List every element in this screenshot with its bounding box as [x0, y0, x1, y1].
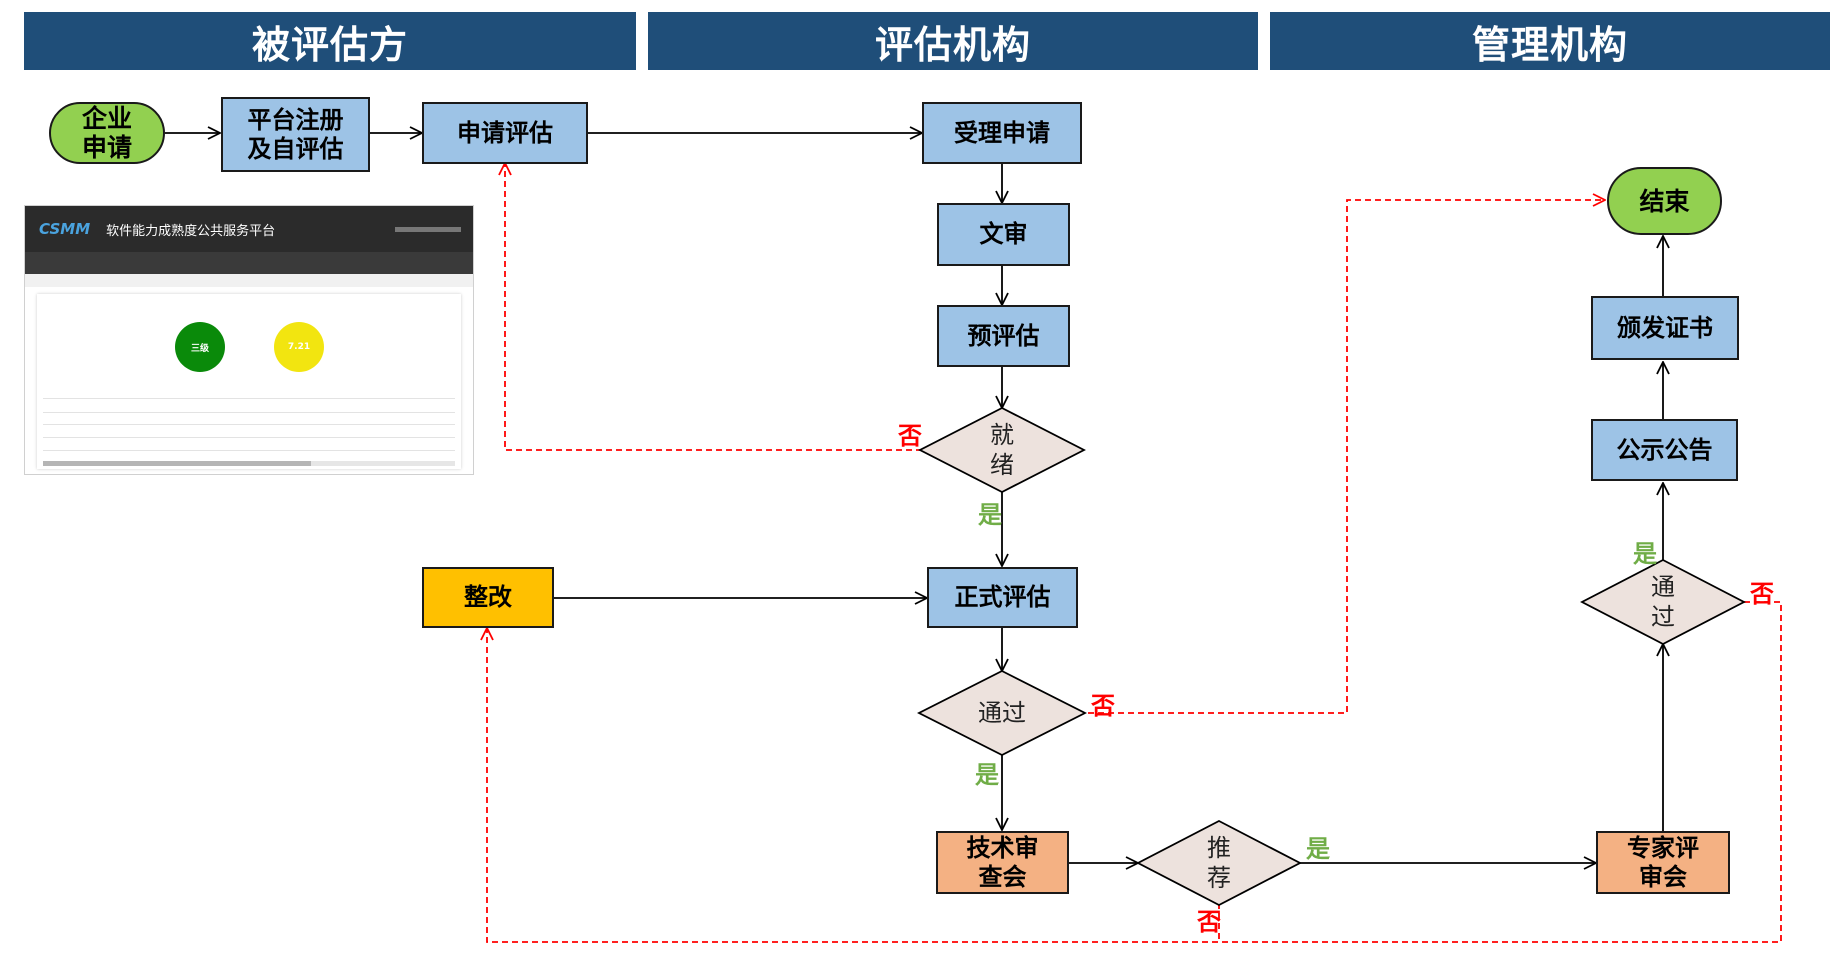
label-no-recommend: 否 — [1197, 908, 1221, 936]
lane-header-evaluated: 被评估方 — [24, 12, 636, 70]
node-platform-register: 平台注册 及自评估 — [221, 97, 370, 172]
no-path-pass-to-end — [1088, 200, 1605, 714]
label-yes-ready: 是 — [978, 501, 1002, 529]
node-enterprise-apply: 企业 申请 — [49, 102, 165, 164]
label-yes-pass-2: 是 — [1633, 540, 1657, 568]
screenshot-table-row — [43, 437, 455, 438]
screenshot-platform-title: 软件能力成熟度公共服务平台 — [106, 223, 276, 239]
node-end: 结束 — [1607, 167, 1722, 235]
label-yes-recommend: 是 — [1306, 835, 1330, 863]
screenshot-score-caption — [264, 377, 334, 383]
label-no-ready: 否 — [898, 422, 922, 450]
node-formal-assessment: 正式评估 — [927, 567, 1078, 628]
screenshot-nav-bar — [25, 252, 473, 274]
screenshot-table-row — [43, 398, 455, 399]
screenshot-user-placeholder — [395, 226, 461, 232]
node-accept-application: 受理申请 — [922, 102, 1082, 164]
label-no-pass-2: 否 — [1750, 580, 1774, 608]
label-no-pass-1: 否 — [1091, 692, 1115, 720]
decision-recommend-label: 推 荐 — [1207, 834, 1231, 892]
screenshot-score-badge: 7.21 — [274, 322, 324, 372]
node-document-review: 文审 — [937, 203, 1070, 266]
lane-header-agency: 评估机构 — [648, 12, 1258, 70]
no-path-ready-to-apply — [505, 163, 922, 451]
decision-pass-2 — [1580, 558, 1746, 646]
screenshot-level-caption — [165, 377, 235, 383]
label-yes-pass-1: 是 — [975, 761, 999, 789]
decision-pass-1-label: 通过 — [978, 699, 1026, 727]
node-pre-assessment: 预评估 — [937, 305, 1070, 367]
decision-pass-2-label: 通 过 — [1651, 573, 1675, 631]
node-expert-review: 专家评 审会 — [1596, 831, 1730, 894]
decision-pass-1 — [917, 669, 1087, 757]
decision-ready-label: 就 绪 — [990, 421, 1014, 479]
screenshot-header-bar: CSMM 软件能力成熟度公共服务平台 — [25, 206, 473, 252]
screenshot-breadcrumb — [25, 274, 473, 287]
screenshot-table-row — [43, 412, 455, 413]
screenshot-table-row — [43, 450, 455, 451]
platform-screenshot: CSMM 软件能力成熟度公共服务平台 三级 7.21 — [24, 205, 474, 475]
no-path-pass2-to-rectify — [487, 601, 1782, 943]
screenshot-scrollbar — [43, 461, 455, 466]
decision-recommend — [1136, 819, 1302, 907]
node-apply-assessment: 申请评估 — [422, 102, 588, 164]
screenshot-level-badge: 三级 — [175, 322, 225, 372]
node-publicity: 公示公告 — [1591, 419, 1738, 481]
screenshot-result-panel: 三级 7.21 — [37, 294, 461, 469]
node-rectify: 整改 — [422, 567, 554, 628]
lane-header-management: 管理机构 — [1270, 12, 1830, 70]
screenshot-table-row — [43, 424, 455, 425]
screenshot-logo: CSMM — [39, 220, 91, 238]
decision-ready — [918, 406, 1086, 494]
node-tech-review: 技术审 查会 — [936, 831, 1069, 894]
node-issue-certificate: 颁发证书 — [1591, 296, 1739, 360]
